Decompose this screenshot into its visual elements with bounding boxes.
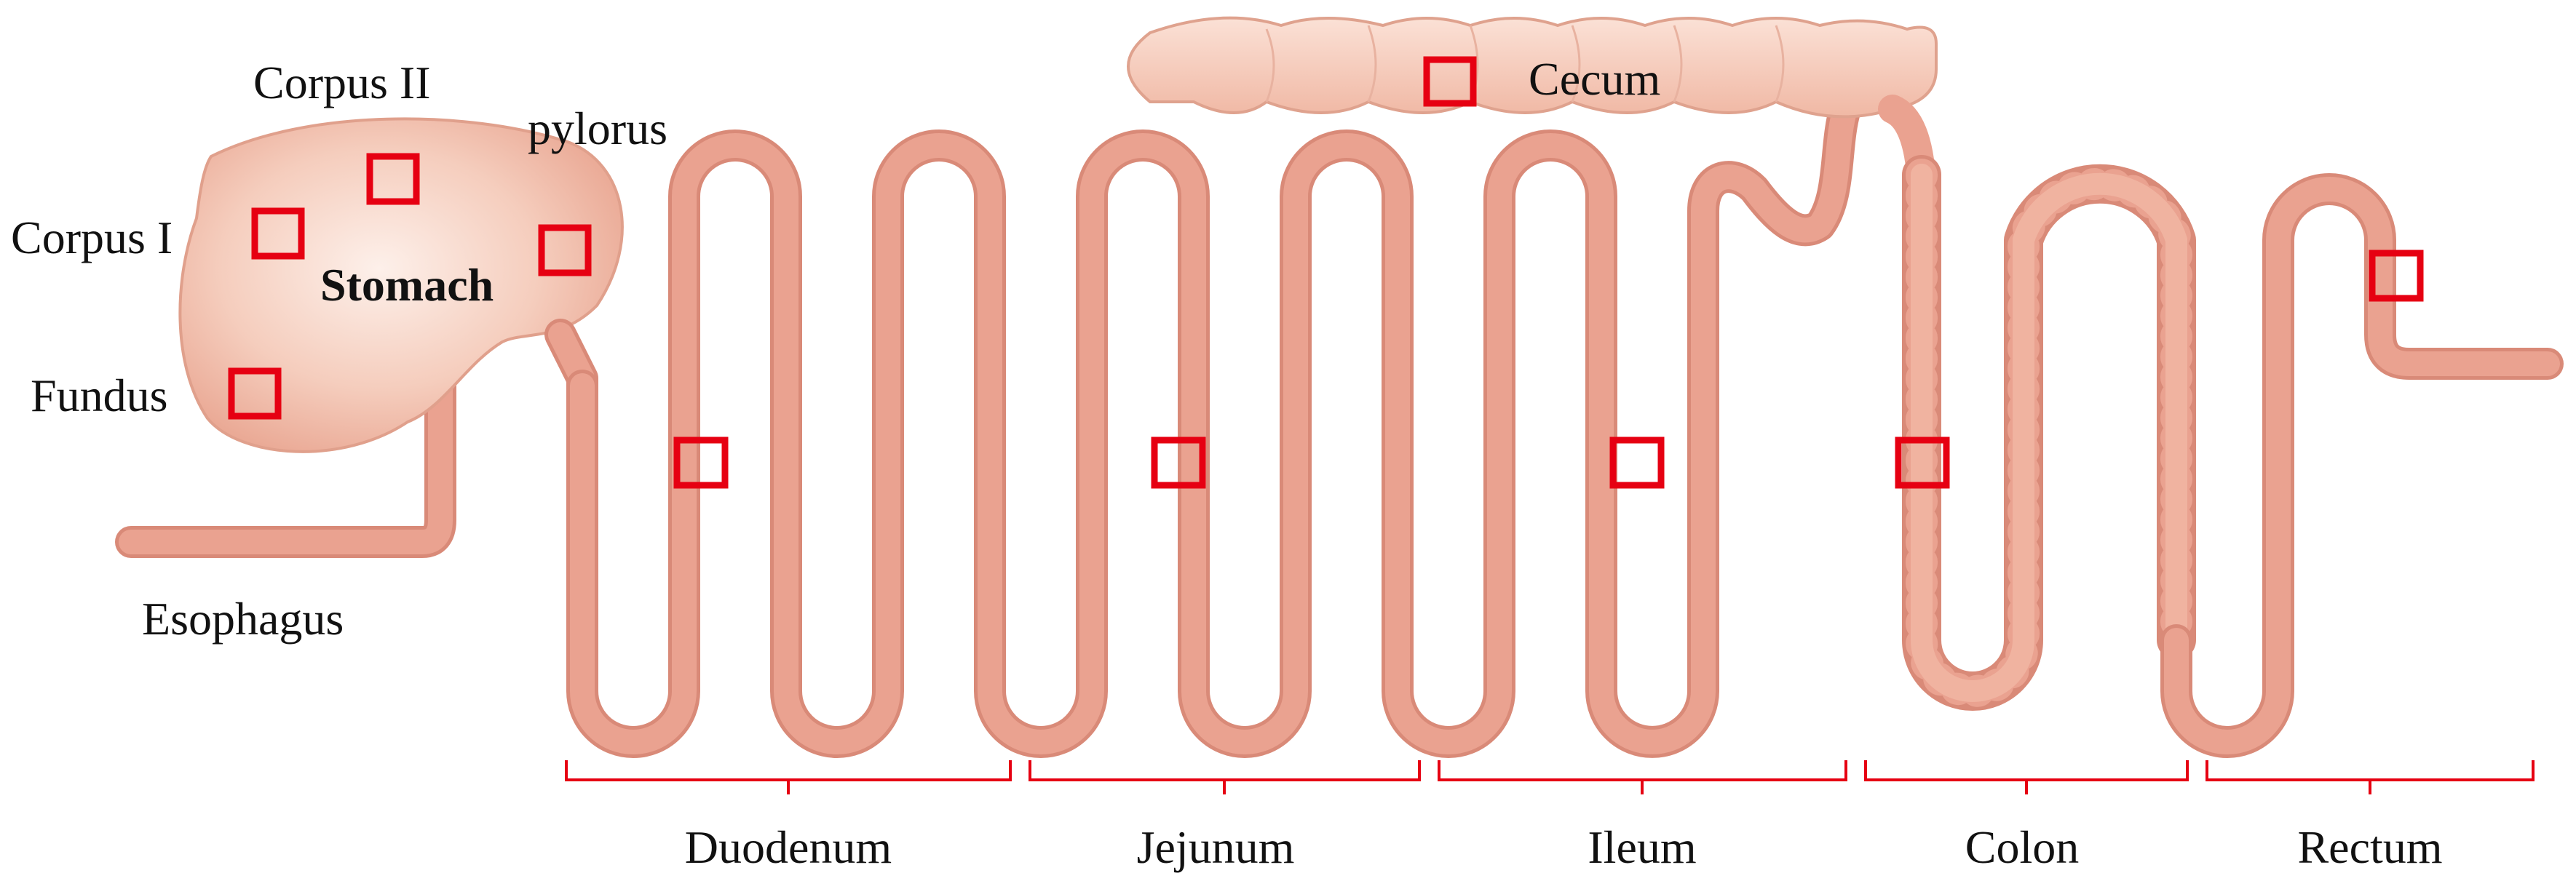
label-fundus: Fundus xyxy=(31,370,168,421)
esophagus xyxy=(115,326,456,558)
bracket-rectum xyxy=(2206,760,2535,794)
label-stomach: Stomach xyxy=(320,259,494,311)
label-cecum: Cecum xyxy=(1529,53,1660,105)
stomach xyxy=(178,117,624,453)
label-corpus-2: Corpus II xyxy=(253,57,431,108)
bracket-jejunum xyxy=(1029,760,1421,794)
label-corpus-1: Corpus I xyxy=(11,212,173,263)
bracket-colon xyxy=(1864,760,2189,794)
small-intestine xyxy=(566,93,1861,758)
label-colon: Colon xyxy=(1965,821,2079,873)
marker-pylorus xyxy=(538,224,592,276)
sampling-markers xyxy=(228,56,2424,489)
rectum xyxy=(2160,173,2564,758)
label-rectum: Rectum xyxy=(2297,821,2442,873)
marker-cecum xyxy=(1423,56,1477,107)
segment-brackets xyxy=(565,760,2535,794)
bracket-duodenum xyxy=(565,760,1012,794)
label-ileum: Ileum xyxy=(1588,821,1696,873)
colon xyxy=(1902,155,2196,711)
label-duodenum: Duodenum xyxy=(685,821,892,873)
marker-corpus-i xyxy=(251,207,305,260)
bracket-ileum xyxy=(1438,760,1847,794)
marker-jejunum xyxy=(1151,436,1206,489)
marker-ileum xyxy=(1609,436,1665,489)
label-pylorus: pylorus xyxy=(528,103,667,154)
marker-corpus-ii xyxy=(366,153,420,205)
marker-fundus xyxy=(228,367,282,420)
marker-duodenum xyxy=(673,436,729,489)
label-jejunum: Jejunum xyxy=(1137,821,1295,873)
marker-colon xyxy=(1895,436,1950,489)
marker-rectum xyxy=(2369,250,2424,302)
label-esophagus: Esophagus xyxy=(142,593,344,645)
